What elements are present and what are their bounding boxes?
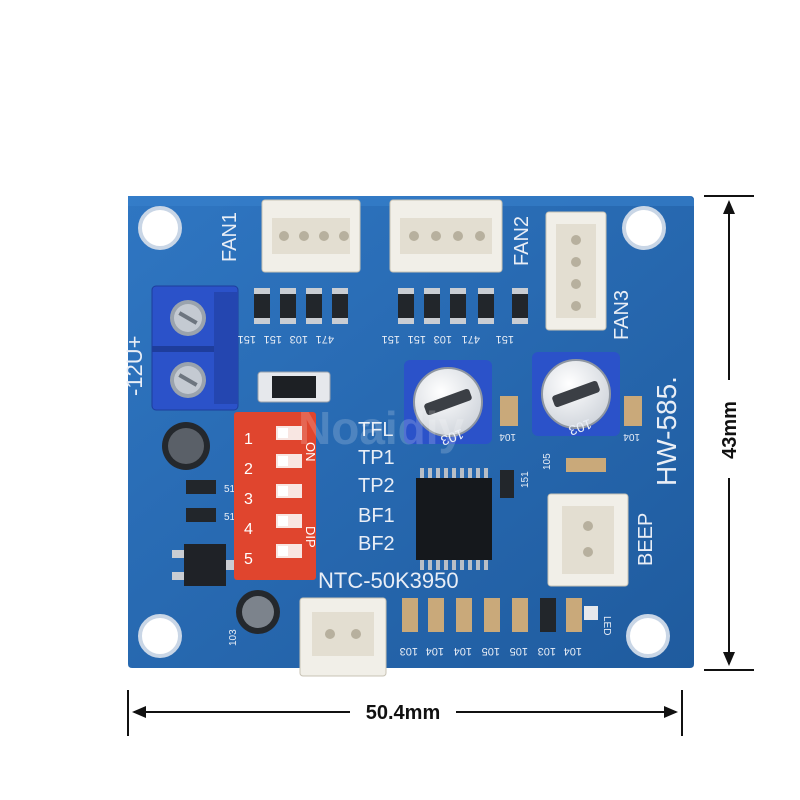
chip-151: 151 <box>520 471 531 488</box>
bottom-code: 103 <box>400 645 418 657</box>
smd-resistor <box>500 470 514 498</box>
label-bf1: BF1 <box>358 505 395 527</box>
smd-resistor-row-right <box>398 288 528 324</box>
bottom-code: 104 <box>426 645 444 657</box>
dip-on-label: ON <box>303 442 318 462</box>
smd-transistor <box>172 544 238 586</box>
dip-number: 1 <box>244 431 253 448</box>
width-label: 50.4mm <box>366 702 441 724</box>
label-tp2: TP2 <box>358 475 395 497</box>
pot-code: 103 <box>566 416 594 439</box>
smd-resistor <box>186 480 216 522</box>
width-dimension <box>127 690 683 736</box>
resistor-code: 471 <box>462 333 480 345</box>
fan1-connector <box>261 199 361 273</box>
power-label: -12U+ <box>122 335 147 396</box>
watermark: Noaidiy <box>298 402 465 454</box>
smd-resistor-row-left <box>254 288 348 324</box>
power-terminal <box>151 285 239 411</box>
height-label: 43mm <box>719 401 741 459</box>
label-tfl: TFL <box>358 419 394 441</box>
beep-connector <box>547 493 629 587</box>
dip-switch <box>234 412 316 580</box>
fan1-label: FAN1 <box>219 212 241 262</box>
res-51: 51 <box>224 512 236 523</box>
fan2-connector <box>389 199 503 273</box>
beep-label: BEEP <box>635 513 657 566</box>
height-dimension <box>704 195 754 671</box>
smd-capacitor <box>500 396 642 472</box>
resistor-code: 151 <box>264 333 282 345</box>
chip-105: 105 <box>542 453 553 470</box>
dip-dip-label: DIP <box>303 526 318 548</box>
ntc-label: NTC-50K3950 <box>318 568 459 593</box>
resistor-code: 103 <box>434 333 452 345</box>
model-label: HW-585. <box>651 376 682 486</box>
potentiometer <box>532 352 620 436</box>
label-tp1: TP1 <box>358 447 395 469</box>
bottom-code: 104 <box>454 645 472 657</box>
resistor-code: 103 <box>290 333 308 345</box>
dip-number: 2 <box>244 461 253 478</box>
resistor-code: 151 <box>382 333 400 345</box>
smd-resistor-row-bottom <box>402 598 598 632</box>
dip-number: 4 <box>244 521 253 538</box>
side-code: 103 <box>228 629 239 646</box>
ic-chip <box>416 468 492 570</box>
label-bf2: BF2 <box>358 533 395 555</box>
led-label: LED <box>601 616 612 635</box>
ntc-connector <box>299 597 387 677</box>
res-51: 51 <box>224 484 236 495</box>
electrolytic-capacitor <box>162 422 280 634</box>
dip-number: 5 <box>244 551 253 568</box>
fan2-label: FAN2 <box>511 216 533 266</box>
smd-diode <box>257 371 331 403</box>
bottom-code: 103 <box>538 645 556 657</box>
mounting-hole <box>138 206 670 658</box>
resistor-code: 151 <box>408 333 426 345</box>
dip-number: 3 <box>244 491 253 508</box>
bottom-code: 105 <box>482 645 500 657</box>
resistor-code: 151 <box>238 333 256 345</box>
bottom-code: 104 <box>564 645 582 657</box>
potentiometer <box>404 360 492 444</box>
bottom-code: 105 <box>510 645 528 657</box>
fan3-connector <box>545 211 607 331</box>
cap-code: 104 <box>499 431 516 442</box>
fan3-label: FAN3 <box>611 290 633 340</box>
cap-code: 104 <box>623 431 640 442</box>
resistor-code: 471 <box>316 333 334 345</box>
resistor-code: 151 <box>496 333 514 345</box>
pot-code: 103 <box>438 426 466 449</box>
